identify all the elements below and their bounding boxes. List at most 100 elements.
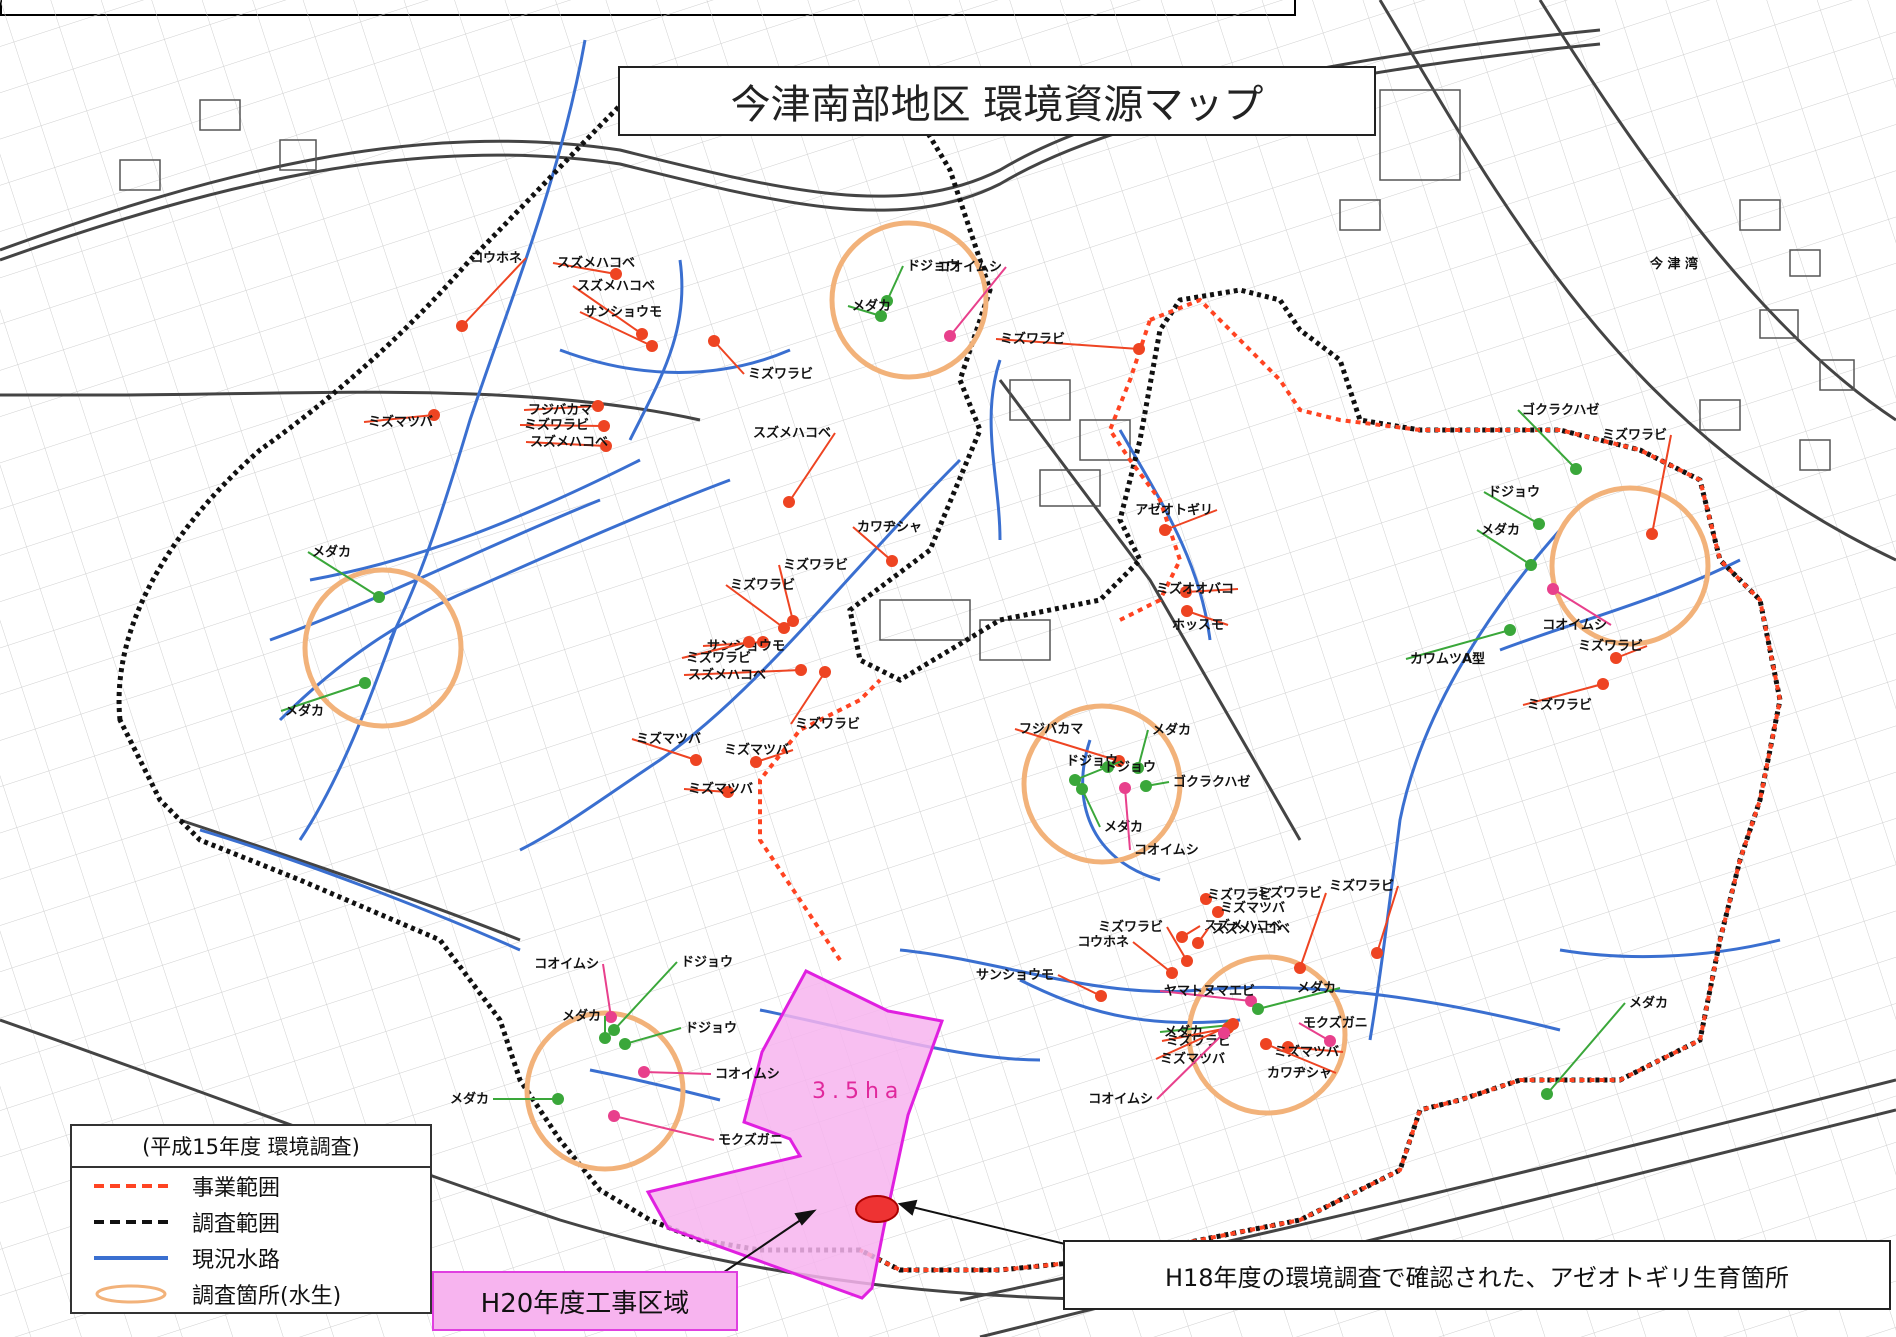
species-point[interactable] — [795, 664, 807, 676]
species-point[interactable] — [1132, 762, 1144, 774]
species-annotation[interactable]: サンショウモ — [976, 968, 1107, 1002]
species-annotation[interactable]: ミズワラビ — [1200, 887, 1272, 905]
species-point[interactable] — [1095, 990, 1107, 1002]
species-annotation[interactable]: ミズマツバ — [363, 409, 440, 430]
species-point[interactable] — [373, 591, 385, 603]
species-point[interactable] — [750, 756, 762, 768]
species-point[interactable] — [1076, 783, 1088, 795]
species-annotation[interactable]: ミズワラビ — [1578, 638, 1648, 664]
species-point[interactable] — [1218, 1027, 1230, 1039]
species-point[interactable] — [1119, 782, 1131, 794]
species-point[interactable] — [778, 622, 790, 634]
species-annotation[interactable]: サンショウモ — [579, 305, 662, 352]
species-annotation[interactable]: ミズワラビ — [995, 331, 1145, 355]
species-annotation[interactable]: メダカ — [562, 1008, 611, 1044]
species-annotation[interactable]: スズメハコベ — [552, 255, 635, 280]
species-point[interactable] — [1533, 518, 1545, 530]
species-annotation[interactable]: ミズワラビ — [681, 636, 755, 666]
species-point[interactable] — [1610, 652, 1622, 664]
species-annotation[interactable]: スズメハコベ — [1192, 921, 1290, 949]
species-annotation[interactable]: モクズガニ — [1298, 1015, 1368, 1047]
species-point[interactable] — [605, 1011, 617, 1023]
species-annotation[interactable]: ミズマツバ — [724, 742, 794, 768]
species-point[interactable] — [757, 636, 769, 648]
species-annotation[interactable]: ヤマトヌマエビ — [1159, 983, 1257, 1007]
species-annotation[interactable]: ミズマツバ — [1274, 1041, 1344, 1060]
species-annotation[interactable]: スズメハコベ — [572, 278, 655, 340]
species-point[interactable] — [1324, 1035, 1336, 1047]
species-point[interactable] — [944, 330, 956, 342]
species-annotation[interactable]: コオイムシ — [638, 1066, 780, 1082]
species-point[interactable] — [1200, 893, 1212, 905]
species-point[interactable] — [1180, 586, 1192, 598]
species-point[interactable] — [456, 320, 468, 332]
species-annotation[interactable]: ミズワラビ — [778, 557, 848, 627]
species-annotation[interactable]: ミズワラビ — [790, 666, 860, 732]
species-point[interactable] — [610, 268, 622, 280]
species-annotation[interactable]: コオイムシ — [1119, 782, 1199, 858]
species-annotation[interactable]: ドジョウ — [619, 1021, 737, 1050]
species-point[interactable] — [1227, 1018, 1239, 1030]
species-annotation[interactable]: スズメハコベ — [753, 425, 836, 508]
species-annotation[interactable]: ミズマツバ — [683, 781, 753, 798]
species-point[interactable] — [646, 340, 658, 352]
species-point[interactable] — [1102, 761, 1114, 773]
species-annotation[interactable]: ドジョウ — [608, 955, 733, 1036]
species-annotation[interactable]: カワムツA型 — [1405, 624, 1516, 667]
species-point[interactable] — [743, 636, 755, 648]
species-point[interactable] — [1192, 937, 1204, 949]
species-point[interactable] — [599, 1032, 611, 1044]
species-annotation[interactable]: ミズワラビ — [1257, 885, 1327, 974]
species-annotation[interactable]: メダカ — [1476, 522, 1537, 571]
species-point[interactable] — [1159, 524, 1171, 536]
species-annotation[interactable]: ホッスモ — [1172, 605, 1229, 633]
species-point[interactable] — [552, 1093, 564, 1105]
species-point[interactable] — [708, 335, 720, 347]
species-point[interactable] — [636, 328, 648, 340]
species-annotation[interactable]: コオイムシ — [1088, 1027, 1230, 1107]
species-point[interactable] — [690, 754, 702, 766]
species-annotation[interactable]: ミズワラビ — [1522, 678, 1609, 713]
species-annotation[interactable]: コオイムシ — [534, 957, 617, 1023]
species-point[interactable] — [359, 677, 371, 689]
species-point[interactable] — [1597, 678, 1609, 690]
species-point[interactable] — [1166, 967, 1178, 979]
species-annotation[interactable]: スズメハコベ — [525, 434, 612, 452]
species-annotation[interactable]: コオイムシ — [1542, 583, 1612, 633]
species-point[interactable] — [1181, 605, 1193, 617]
species-annotation[interactable]: スズメハコベ — [683, 664, 807, 683]
species-annotation[interactable]: ゴクラクハゼ — [1517, 402, 1599, 475]
species-point[interactable] — [1069, 774, 1081, 786]
species-point[interactable] — [608, 1024, 620, 1036]
species-point[interactable] — [1260, 1038, 1272, 1050]
species-point[interactable] — [787, 615, 799, 627]
species-annotation[interactable]: ドジョウ — [1100, 760, 1156, 775]
species-annotation[interactable]: ミズマツバ — [1212, 900, 1285, 918]
species-annotation[interactable]: メダカ — [1076, 783, 1143, 835]
species-point[interactable] — [608, 1110, 620, 1122]
species-annotation[interactable]: ミズワラビ — [708, 335, 813, 382]
species-annotation[interactable]: コウホネ — [1078, 935, 1178, 979]
species-point[interactable] — [722, 786, 734, 798]
species-annotation[interactable]: モクズガニ — [608, 1110, 783, 1148]
species-annotation[interactable]: メダカ — [450, 1091, 564, 1107]
species-point[interactable] — [598, 420, 610, 432]
species-annotation[interactable]: メダカ — [307, 544, 385, 603]
species-point[interactable] — [1212, 906, 1224, 918]
species-point[interactable] — [1294, 962, 1306, 974]
species-annotation[interactable]: ミズオオバコ — [1156, 581, 1239, 598]
species-annotation[interactable]: メダカ — [280, 677, 371, 719]
species-annotation[interactable]: ミズワラビ — [519, 417, 610, 433]
species-annotation[interactable]: ミズマツバ — [631, 731, 702, 766]
species-annotation[interactable]: カワヂシャ — [1260, 1038, 1337, 1081]
species-annotation[interactable]: ドジョウ — [881, 259, 959, 307]
species-point[interactable] — [619, 1038, 631, 1050]
species-point[interactable] — [1140, 780, 1152, 792]
species-annotation[interactable]: カワヂシャ — [852, 520, 922, 567]
azeotogiri-site-marker[interactable] — [855, 1195, 899, 1223]
species-point[interactable] — [638, 1066, 650, 1078]
species-point[interactable] — [1181, 955, 1193, 967]
species-annotation[interactable]: メダカ — [847, 298, 891, 322]
species-point[interactable] — [1541, 1088, 1553, 1100]
